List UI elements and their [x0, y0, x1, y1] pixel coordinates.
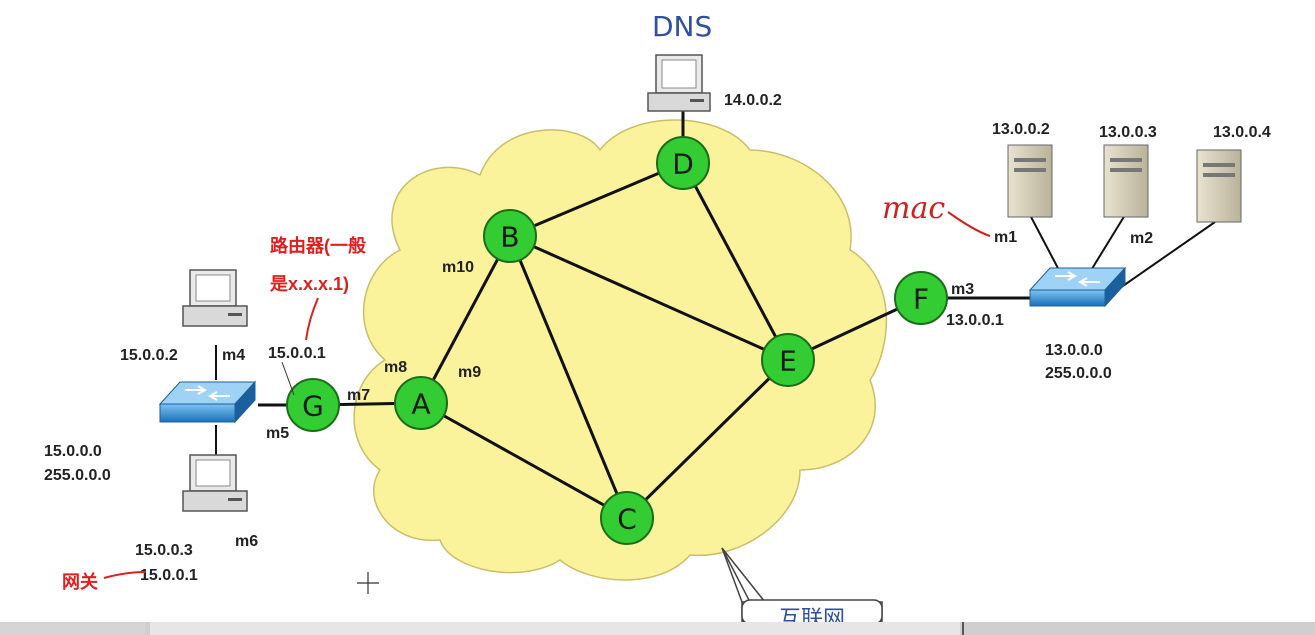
link-c-e	[625, 358, 790, 520]
crosshair-cursor-icon	[357, 572, 379, 594]
router-note-pointer	[305, 297, 319, 341]
gateway-pointer	[103, 571, 147, 579]
svg-text:A: A	[411, 388, 430, 421]
subnet-mask-label: 255.0.0.0	[1045, 365, 1112, 382]
svg-text:F: F	[913, 283, 929, 316]
port-label-m5: m5	[266, 425, 289, 442]
svg-text:G: G	[302, 390, 324, 423]
svg-text:B: B	[500, 221, 519, 254]
router-g-ip-label: 15.0.0.1	[268, 345, 326, 362]
port-label-m4: m4	[222, 347, 245, 364]
dns-ip-label: 14.0.0.2	[724, 92, 782, 109]
port-label-m7: m7	[347, 387, 370, 404]
network-address-label: 13.0.0.0	[1045, 342, 1103, 359]
link-a-c	[420, 401, 628, 520]
router-d: D	[656, 136, 710, 190]
gateway-annotation: 网关	[62, 571, 98, 592]
server-icon	[1103, 144, 1149, 218]
bottom-scrollbar[interactable]	[0, 622, 1315, 635]
link-switch-server1	[1029, 214, 1061, 273]
pc-top-ip-label: 15.0.0.2	[120, 347, 178, 364]
lan-links	[215, 214, 1216, 455]
computer-icon	[182, 269, 248, 327]
svg-text:D: D	[672, 148, 694, 181]
router-f: F	[894, 271, 948, 325]
router-note-line1: 路由器(一般	[270, 235, 366, 256]
link-switch-server3	[1119, 221, 1216, 289]
port-label-m1: m1	[994, 229, 1017, 246]
scrollbar-divider	[962, 622, 964, 635]
server-ip-label: 13.0.0.4	[1213, 124, 1271, 141]
router-c: C	[600, 491, 654, 545]
scrollbar-thumb[interactable]	[150, 622, 960, 635]
switch-right-icon	[1028, 266, 1127, 308]
scrollbar-track-left	[0, 622, 145, 635]
mac-pointer	[947, 211, 991, 237]
svg-text:C: C	[617, 503, 637, 536]
router-e: E	[761, 333, 815, 387]
computer-icon	[182, 454, 248, 512]
pc-bottom-ip-label: 15.0.0.3	[135, 542, 193, 559]
server-icon	[1007, 144, 1053, 218]
mac-annotation: mac	[882, 191, 945, 226]
router-g: G	[286, 378, 340, 432]
server-icon	[1196, 149, 1242, 223]
server-ip-label: 13.0.0.3	[1099, 124, 1157, 141]
link-b-e	[509, 234, 789, 362]
link-d-e	[681, 162, 790, 361]
port-label-m10: m10	[442, 259, 474, 276]
router-ip-leader	[281, 361, 295, 396]
router-note-line2: 是x.x.x.1)	[269, 274, 349, 294]
link-switch-server2	[1089, 214, 1126, 273]
router-a: A	[394, 376, 448, 430]
link-b-a	[419, 235, 512, 404]
computer-icon	[647, 54, 711, 112]
router-b: B	[483, 209, 537, 263]
dns-title: DNS	[652, 10, 712, 43]
left-network-address-label: 15.0.0.0	[44, 443, 102, 460]
port-label-m6: m6	[235, 533, 258, 550]
left-subnet-mask-label: 255.0.0.0	[44, 467, 111, 484]
internet-callout: 互联网	[721, 547, 883, 632]
link-b-c	[508, 235, 629, 519]
switch-left-icon	[158, 380, 257, 424]
server-ip-label: 13.0.0.2	[992, 121, 1050, 138]
port-label-m3: m3	[951, 281, 974, 298]
link-b-d	[509, 161, 684, 238]
port-label-m9: m9	[458, 364, 481, 381]
gateway-ip-label: 15.0.0.1	[140, 567, 198, 584]
svg-text:E: E	[779, 345, 797, 378]
port-label-m2: m2	[1130, 230, 1153, 247]
router-f-ip-label: 13.0.0.1	[946, 312, 1004, 329]
routers: D B E A C F G	[286, 136, 948, 545]
port-label-m8: m8	[384, 359, 407, 376]
